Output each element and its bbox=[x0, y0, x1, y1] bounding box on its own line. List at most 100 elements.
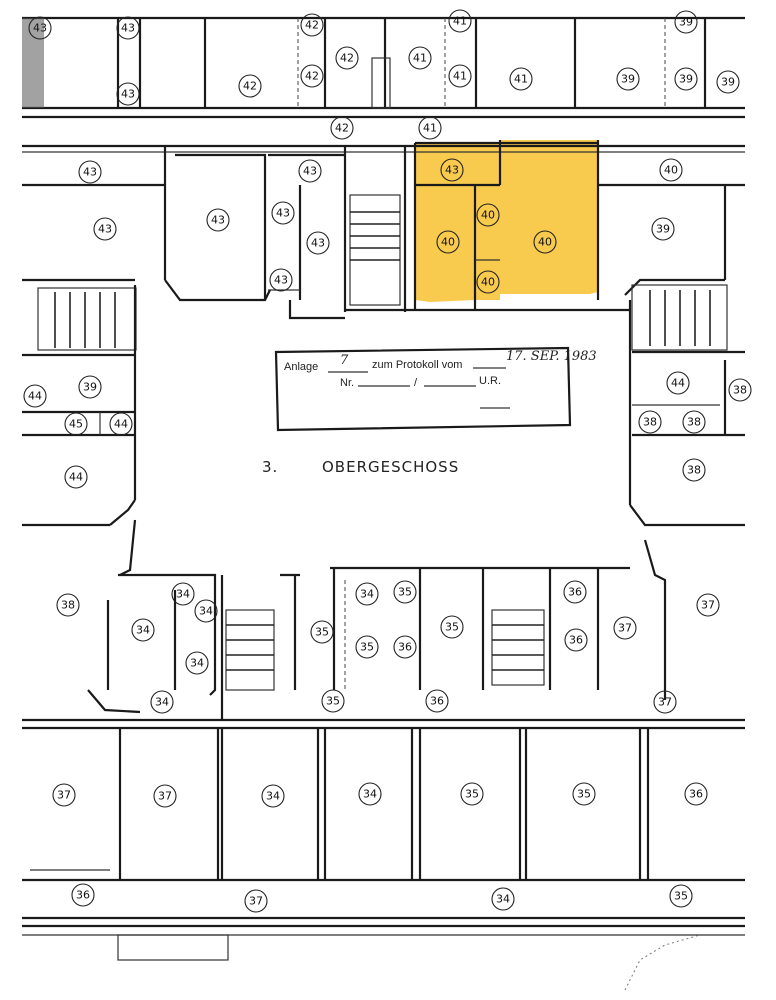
room-number-circle bbox=[23, 384, 47, 408]
room-number-39: 39 bbox=[78, 375, 102, 399]
stair-south-right bbox=[491, 609, 545, 686]
room-number-39: 39 bbox=[651, 217, 675, 241]
room-number-text: 43 bbox=[83, 166, 97, 179]
room-number-text: 35 bbox=[360, 641, 374, 654]
room-number-circle bbox=[93, 217, 117, 241]
room-number-39: 39 bbox=[616, 67, 640, 91]
room-number-42: 42 bbox=[335, 46, 359, 70]
room-number-43: 43 bbox=[78, 160, 102, 184]
room-number-36: 36 bbox=[71, 883, 95, 907]
room-number-circle bbox=[64, 412, 88, 436]
west-wing bbox=[22, 285, 137, 576]
room-number-text: 43 bbox=[445, 164, 459, 177]
room-number-circle bbox=[150, 690, 174, 714]
room-number-circle bbox=[408, 46, 432, 70]
room-number-42: 42 bbox=[238, 74, 262, 98]
room-number-text: 44 bbox=[114, 418, 128, 431]
room-number-circle bbox=[638, 410, 662, 434]
room-number-39: 39 bbox=[674, 67, 698, 91]
stamp-ur-label: U.R. bbox=[479, 375, 501, 387]
room-number-34: 34 bbox=[171, 582, 195, 606]
room-number-text: 35 bbox=[398, 586, 412, 599]
room-number-35: 35 bbox=[355, 635, 379, 659]
room-number-circle bbox=[52, 783, 76, 807]
room-number-text: 41 bbox=[413, 52, 427, 65]
room-number-text: 34 bbox=[190, 657, 204, 670]
room-number-text: 42 bbox=[243, 80, 257, 93]
room-number-36: 36 bbox=[684, 782, 708, 806]
stamp-nr-label: Nr. bbox=[340, 377, 354, 389]
room-number-circle bbox=[358, 782, 382, 806]
room-number-35: 35 bbox=[393, 580, 417, 604]
room-number-43: 43 bbox=[93, 217, 117, 241]
room-number-35: 35 bbox=[321, 689, 345, 713]
room-number-circle bbox=[78, 160, 102, 184]
room-number-34: 34 bbox=[150, 690, 174, 714]
room-number-circle bbox=[194, 599, 218, 623]
east-wing bbox=[628, 300, 745, 700]
room-number-text: 43 bbox=[311, 237, 325, 250]
room-number-text: 44 bbox=[28, 390, 42, 403]
room-number-41: 41 bbox=[448, 9, 472, 33]
room-number-43: 43 bbox=[306, 231, 330, 255]
room-number-circle bbox=[393, 580, 417, 604]
room-number-text: 43 bbox=[274, 274, 288, 287]
room-number-circle bbox=[491, 887, 515, 911]
room-number-text: 43 bbox=[211, 214, 225, 227]
room-number-text: 44 bbox=[69, 471, 83, 484]
highlight-room-40-west bbox=[415, 143, 500, 302]
room-number-text: 44 bbox=[671, 377, 685, 390]
room-number-text: 43 bbox=[303, 165, 317, 178]
room-number-text: 38 bbox=[687, 416, 701, 429]
room-number-text: 43 bbox=[121, 88, 135, 101]
room-number-circle bbox=[659, 158, 683, 182]
room-number-36: 36 bbox=[564, 628, 588, 652]
room-number-text: 37 bbox=[701, 599, 715, 612]
room-number-text: 40 bbox=[664, 164, 678, 177]
room-number-text: 40 bbox=[538, 236, 552, 249]
room-number-text: 45 bbox=[69, 418, 83, 431]
room-number-text: 42 bbox=[335, 122, 349, 135]
room-number-text: 38 bbox=[687, 464, 701, 477]
room-number-37: 37 bbox=[613, 616, 637, 640]
room-number-circle bbox=[300, 13, 324, 37]
room-number-text: 39 bbox=[679, 16, 693, 29]
floor-title: 3. OBERGESCHOSS bbox=[262, 458, 458, 476]
room-number-circle bbox=[572, 782, 596, 806]
room-number-circle bbox=[613, 616, 637, 640]
room-number-text: 41 bbox=[423, 122, 437, 135]
room-number-38: 38 bbox=[56, 593, 80, 617]
room-number-circle bbox=[666, 371, 690, 395]
room-number-35: 35 bbox=[460, 782, 484, 806]
room-number-circle bbox=[321, 689, 345, 713]
room-number-text: 38 bbox=[733, 384, 747, 397]
room-number-text: 37 bbox=[658, 696, 672, 709]
room-number-40: 40 bbox=[476, 203, 500, 227]
room-number-38: 38 bbox=[728, 378, 752, 402]
room-number-35: 35 bbox=[669, 884, 693, 908]
room-number-circle bbox=[206, 208, 230, 232]
floor-number: 3. bbox=[262, 458, 278, 476]
room-number-text: 39 bbox=[679, 73, 693, 86]
room-number-circle bbox=[28, 16, 52, 40]
room-number-35: 35 bbox=[572, 782, 596, 806]
room-number-38: 38 bbox=[638, 410, 662, 434]
room-number-circle bbox=[476, 203, 500, 227]
room-number-37: 37 bbox=[244, 889, 268, 913]
room-number-44: 44 bbox=[64, 465, 88, 489]
room-number-36: 36 bbox=[563, 580, 587, 604]
room-number-text: 35 bbox=[577, 788, 591, 801]
room-number-text: 41 bbox=[453, 15, 467, 28]
room-number-text: 37 bbox=[57, 789, 71, 802]
room-number-circle bbox=[269, 268, 293, 292]
room-number-circle bbox=[440, 158, 464, 182]
room-number-circle bbox=[71, 883, 95, 907]
room-number-circle bbox=[355, 582, 379, 606]
room-number-text: 34 bbox=[155, 696, 169, 709]
room-number-circle bbox=[509, 67, 533, 91]
room-number-circle bbox=[674, 67, 698, 91]
room-number-35: 35 bbox=[310, 620, 334, 644]
room-number-34: 34 bbox=[131, 618, 155, 642]
